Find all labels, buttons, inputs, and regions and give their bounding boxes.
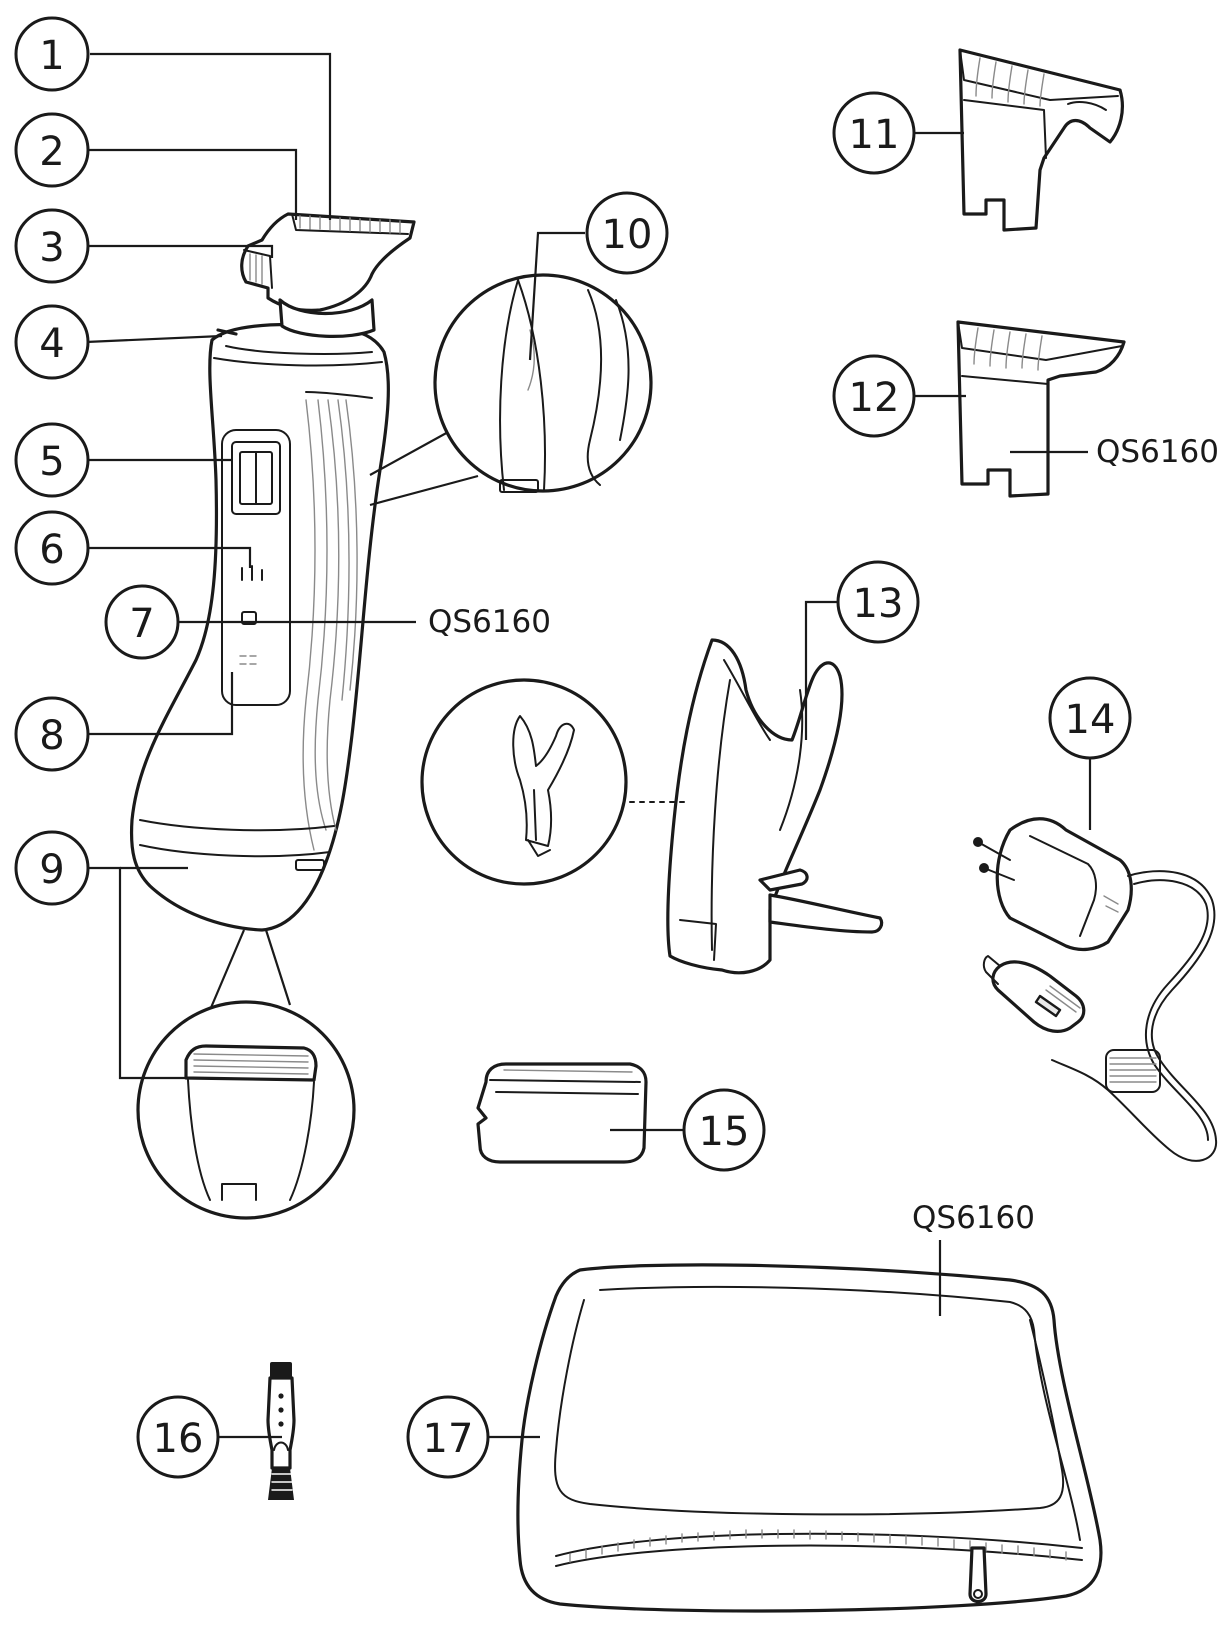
comb-11-icon [958,48,1124,232]
callout-5: 5 [14,422,90,498]
button-detail-zoom-icon [369,273,653,507]
trimmer-body-icon [129,322,390,932]
svg-text:16: 16 [153,1416,204,1462]
callout-7: 7 [104,584,180,660]
stand-detail-zoom-icon [420,678,689,886]
model-label-pouch: QS6160 [912,1200,1035,1236]
svg-text:5: 5 [39,439,64,485]
callout-10: 10 [585,191,669,275]
svg-text:1: 1 [39,33,64,79]
shaving-foil-icon [476,1062,648,1164]
callout-3: 3 [14,208,90,284]
adapter-plug-icon [973,817,1218,1162]
callout-9: 9 [14,830,90,906]
svg-text:11: 11 [849,112,900,158]
svg-text:12: 12 [849,375,900,421]
callout-4: 4 [14,304,90,380]
callout-16: 16 [136,1395,220,1479]
comb-attachment-icon [240,212,416,338]
leader-lines [85,52,1092,1439]
svg-text:7: 7 [129,601,154,647]
callout-8: 8 [14,696,90,772]
svg-text:14: 14 [1065,697,1116,743]
svg-text:3: 3 [39,225,64,271]
callout-17: 17 [406,1395,490,1479]
foil-detail-zoom-icon [136,929,356,1220]
callout-12: 12 [832,354,916,438]
svg-text:4: 4 [39,321,64,367]
svg-text:13: 13 [853,581,904,627]
svg-text:10: 10 [602,212,653,258]
model-label-display: QS6160 [428,604,551,640]
svg-text:6: 6 [39,527,64,573]
cleaning-brush-icon [266,1362,296,1500]
svg-text:15: 15 [699,1109,750,1155]
callout-1: 1 [14,16,90,92]
callout-2: 2 [14,112,90,188]
svg-text:9: 9 [39,847,64,893]
svg-text:2: 2 [39,129,64,175]
callout-13: 13 [836,560,920,644]
pouch-icon [516,1263,1103,1613]
callout-15: 15 [682,1088,766,1172]
svg-text:17: 17 [423,1416,474,1462]
comb-12-icon [956,320,1126,498]
stand-icon [666,638,884,975]
callout-11: 11 [832,91,916,175]
svg-text:8: 8 [39,713,64,759]
callout-14: 14 [1048,676,1132,760]
model-label-comb: QS6160 [1096,434,1219,470]
callout-6: 6 [14,510,90,586]
